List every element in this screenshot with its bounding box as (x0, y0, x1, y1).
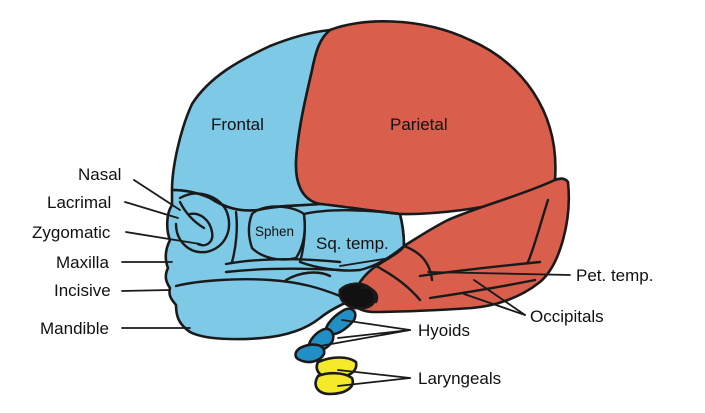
label-nasal: Nasal (78, 165, 121, 184)
hyoid-bone-upper (324, 307, 357, 336)
label-zygomatic: Zygomatic (32, 223, 111, 242)
label-sq-temp: Sq. temp. (316, 234, 389, 253)
label-incisive: Incisive (54, 281, 111, 300)
label-laryngeals: Laryngeals (418, 369, 501, 388)
ear-canal (338, 282, 377, 310)
label-pet-temp: Pet. temp. (576, 266, 653, 285)
label-parietal: Parietal (390, 115, 448, 134)
label-sphen: Sphen (255, 224, 294, 239)
occipital-region (350, 177, 571, 314)
label-occipitals: Occipitals (530, 307, 604, 326)
label-hyoids: Hyoids (418, 321, 470, 340)
laryngeal-cartilage-lower (314, 371, 355, 396)
label-frontal: Frontal (211, 115, 264, 134)
label-mandible: Mandible (40, 319, 109, 338)
hyoid-bone-lower (294, 343, 326, 364)
facial-region (164, 188, 406, 341)
label-lacrimal: Lacrimal (47, 193, 111, 212)
label-maxilla: Maxilla (56, 253, 109, 272)
